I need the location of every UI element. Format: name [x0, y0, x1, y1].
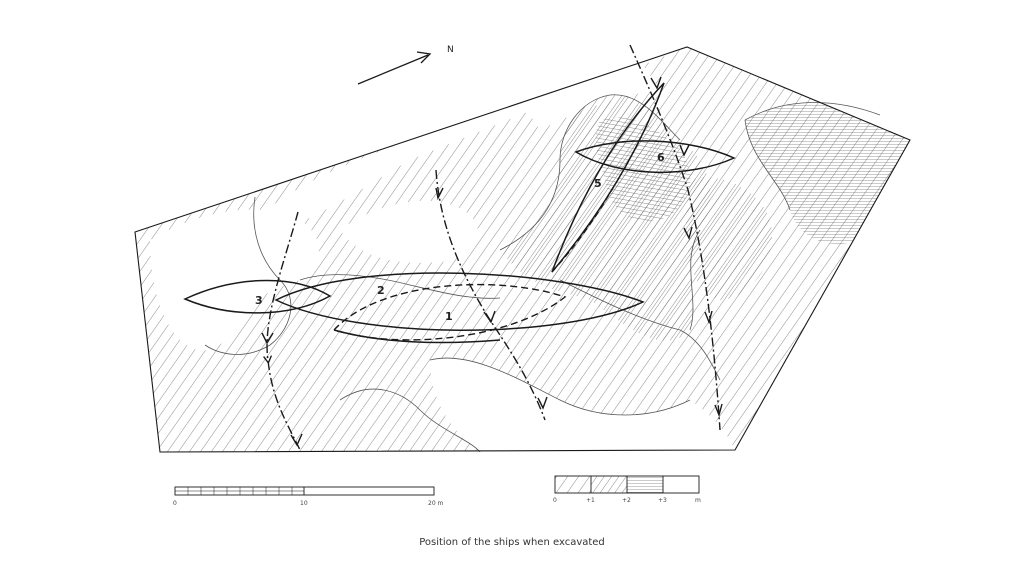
ship-5-outline [551, 82, 665, 273]
ship-3-label: 3 [255, 294, 263, 307]
elevation-zones [135, 47, 910, 452]
flow-line-1 [263, 211, 301, 451]
legend-tick-plus2: +2 [622, 497, 631, 504]
legend-tick-0: 0 [553, 497, 557, 504]
contour-lines [204, 94, 881, 453]
flow-arrowheads [261, 76, 723, 447]
scale-tick-10: 10 [300, 500, 308, 507]
scale-tick-20m: 20 m [428, 500, 444, 507]
site-outline [134, 46, 911, 453]
legend-tick-plus3: +3 [658, 497, 667, 504]
north-label: N [447, 45, 454, 55]
legend-tick-plus1: +1 [586, 497, 595, 504]
north-arrow: N [357, 45, 454, 85]
ship-1-outline [332, 283, 567, 341]
ship-1-label: 1 [445, 310, 453, 323]
figure-caption: Position of the ships when excavated [419, 537, 605, 548]
ship-5-label: 5 [594, 177, 602, 190]
ship-2-label: 2 [377, 284, 385, 297]
ships [183, 82, 736, 344]
flow-line-3 [629, 44, 721, 431]
scale-tick-0: 0 [173, 500, 177, 507]
ship-6-label: 6 [657, 151, 665, 164]
ship-6-outline [574, 140, 736, 173]
elevation-legend: 0 +1 +2 +3 m [553, 475, 701, 504]
ship-3-outline [183, 279, 332, 314]
ship-2-outline [274, 272, 645, 331]
distance-scale-bar: 0 10 20 m [173, 486, 444, 507]
legend-unit-m: m [695, 497, 701, 504]
